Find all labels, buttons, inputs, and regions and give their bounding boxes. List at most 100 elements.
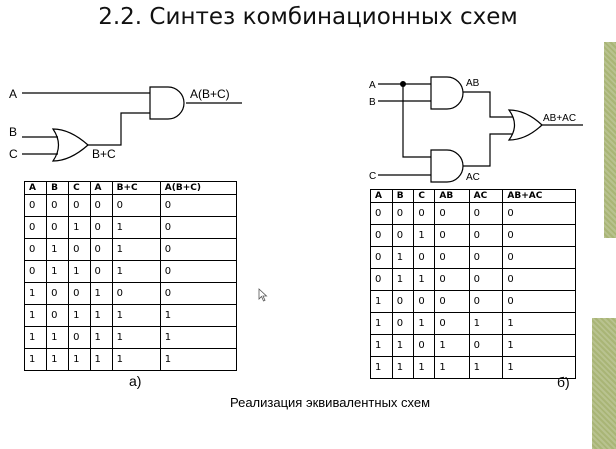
table-b-cell: 0 [391,312,415,335]
table-a-cell: 1 [23,282,48,305]
table-a-cell: 0 [46,216,70,239]
table-a-cell: 0 [111,194,161,217]
table-a-cell: 1 [68,260,91,283]
table-a-header-cell: B [46,181,70,195]
table-a-cell: 1 [89,348,113,371]
diagram-a-input-a: A [9,87,17,101]
table-a-cell: 1 [89,326,113,349]
table-b-cell: 0 [468,202,504,225]
table-a-cell: 0 [89,238,113,261]
table-b-cell: 0 [434,202,470,225]
table-b-cell: 0 [468,246,504,269]
table-b-cell: 0 [502,246,576,269]
diagram-a-or-gate [51,128,89,162]
table-b-cell: 0 [468,334,504,357]
table-a-cell: 1 [111,238,161,261]
table-b-cell: 1 [502,356,576,379]
table-b-cell: 0 [434,224,470,247]
figure-label-a: а) [129,373,142,389]
table-a-cell: 0 [159,260,238,283]
table-a-cell: 1 [159,304,238,327]
table-a-header-cell: A [23,181,48,195]
diagram-b-and-gate-ac [430,149,464,183]
diagram-a-and-output: A(B+C) [190,87,230,101]
table-a-header-cell: A(B+C) [159,181,238,195]
table-a-cell: 0 [23,238,48,261]
table-a-cell: 1 [68,304,91,327]
diagram-a-and-gate [149,86,185,120]
diagram-b-or-output: AB+AC [543,113,576,124]
table-b-cell: 0 [502,268,576,291]
table-b-cell: 1 [370,290,393,313]
table-b-cell: 0 [413,290,436,313]
table-b-cell: 0 [413,246,436,269]
table-a-header-cell: B+C [111,181,161,195]
table-b-cell: 1 [413,356,436,379]
table-b-cell: 1 [413,268,436,291]
table-a-cell: 0 [89,194,113,217]
table-a-cell: 1 [46,326,70,349]
diagram-b-input-b: B [369,97,376,108]
table-a-cell: 1 [111,326,161,349]
table-a-cell: 1 [111,260,161,283]
table-b-cell: 1 [434,334,470,357]
table-b-cell: 0 [468,290,504,313]
table-b-cell: 0 [434,268,470,291]
table-b-cell: 1 [391,356,415,379]
table-b-cell: 0 [370,268,393,291]
table-b-header-cell: AC [468,189,504,203]
table-a-cell: 0 [68,238,91,261]
table-a-cell: 1 [89,304,113,327]
table-a-cell: 0 [68,282,91,305]
table-b-cell: 1 [391,334,415,357]
decorative-bar-top [604,42,616,238]
diagram-a-input-b: B [9,125,17,139]
diagram-b-and1-output: AB [466,78,480,89]
table-a-cell: 1 [159,326,238,349]
slide-caption: Реализация эквивалентных схем [230,395,431,410]
table-a-cell: 1 [46,348,70,371]
table-b-cell: 1 [413,312,436,335]
table-a-cell: 0 [68,194,91,217]
table-b-cell: 1 [391,268,415,291]
table-b-cell: 1 [468,356,504,379]
table-b-cell: 1 [370,356,393,379]
table-a-cell: 1 [111,216,161,239]
diagram-b-or-gate [507,109,543,141]
table-b-header-cell: C [413,189,436,203]
diagram-b-wires [378,83,583,176]
table-b-cell: 0 [370,202,393,225]
table-a-cell: 1 [46,238,70,261]
table-b-cell: 0 [502,224,576,247]
table-a-cell: 0 [111,282,161,305]
diagram-a-wires [22,92,242,155]
table-a-cell: 1 [68,348,91,371]
table-b-cell: 0 [468,268,504,291]
table-a-cell: 0 [159,238,238,261]
table-a-cell: 1 [159,348,238,371]
table-b-cell: 1 [502,334,576,357]
diagram-b-and2-output: AC [466,172,480,183]
table-a-cell: 0 [23,216,48,239]
table-b-cell: 0 [370,246,393,269]
table-a-cell: 0 [159,216,238,239]
table-b-cell: 0 [391,202,415,225]
table-a-cell: 0 [68,326,91,349]
